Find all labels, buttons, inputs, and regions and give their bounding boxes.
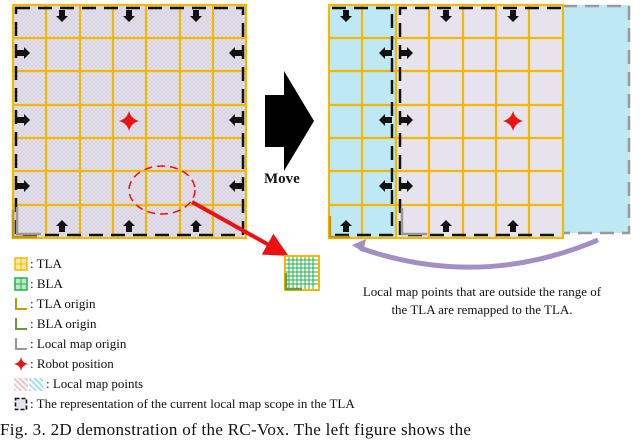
local-map-origin-icon (15, 338, 27, 350)
left-boundary-arrows (17, 10, 242, 232)
legend: : TLA : BLA : TLA origin : BLA origin : … (14, 254, 355, 414)
right-origins (328, 208, 427, 239)
bla-inset (284, 255, 320, 291)
move-arrow-icon (265, 71, 314, 171)
local-map-points-icon (14, 377, 44, 391)
legend-item-robot-position: : Robot position (14, 354, 355, 374)
robot-position-icon (119, 111, 139, 131)
bla-grid-icon (14, 277, 28, 291)
left-local-map-scope (14, 6, 245, 237)
zoom-arrow (191, 200, 289, 256)
legend-item-local-map-origin: : Local map origin (14, 334, 355, 354)
robot-position-icon (14, 357, 28, 371)
local-map-scope-icon (14, 397, 28, 411)
move-label: Move (264, 171, 300, 187)
legend-item-bla: : BLA (14, 274, 355, 294)
legend-item-local-map-scope: : The representation of the current loca… (14, 394, 355, 414)
legend-item-tla-origin: : TLA origin (14, 294, 355, 314)
figure-caption: Fig. 3. 2D demonstration of the RC-Vox. … (0, 420, 472, 439)
left-origins (11, 207, 41, 239)
right-boundary-arrows (340, 10, 519, 232)
legend-item-local-map-points: : Local map points (14, 374, 355, 394)
remap-arrow (359, 237, 599, 270)
legend-item-bla-origin: : BLA origin (14, 314, 355, 334)
legend-item-tla: : TLA (14, 254, 355, 274)
robot-position-icon (503, 111, 523, 131)
tla-origin-icon (15, 298, 27, 310)
right-grid-lines (327, 3, 565, 240)
tla-grid-icon (14, 257, 28, 271)
bla-origin-icon (15, 318, 27, 330)
zoom-region-ellipse (128, 165, 196, 215)
remap-note: Local map points that are outside the ra… (362, 284, 602, 317)
left-grid-lines (11, 3, 248, 240)
